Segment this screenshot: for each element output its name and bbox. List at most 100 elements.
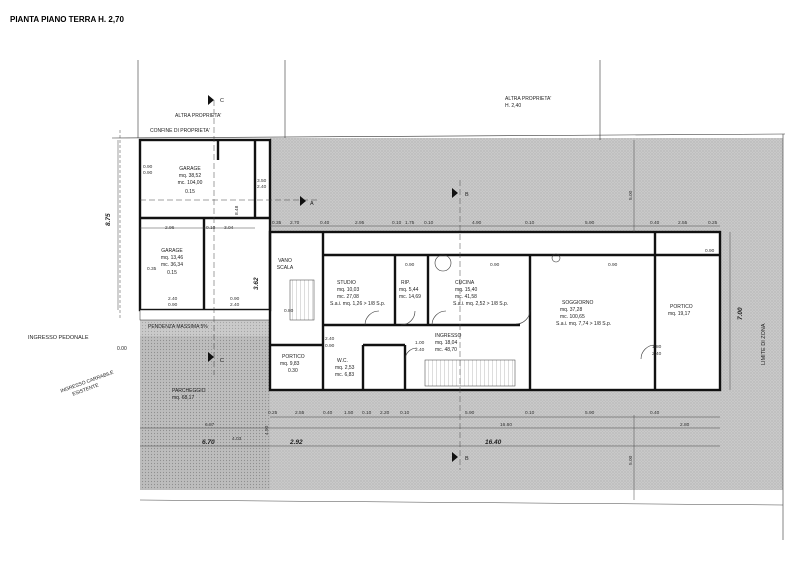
garden-bottom	[270, 390, 783, 490]
svg-text:7.00: 7.00	[737, 307, 744, 320]
svg-text:0.10: 0.10	[392, 220, 402, 226]
svg-text:2.20: 2.20	[380, 410, 390, 416]
svg-text:GARAGE: GARAGE	[179, 166, 201, 172]
level-zero-label: 0.00	[117, 346, 127, 352]
room-cucina: CUCINA mq. 15,40 mc. 41,58 S.a.i. mq. 2,…	[453, 280, 508, 307]
svg-text:6.70: 6.70	[202, 439, 215, 446]
room-garage-small: GARAGE mq. 13,46 mc. 36,34 0.15	[161, 248, 183, 276]
svg-text:1.75: 1.75	[405, 220, 415, 226]
door-swings	[364, 253, 656, 361]
svg-text:PORTICO: PORTICO	[282, 354, 305, 360]
svg-text:0.90: 0.90	[705, 248, 715, 254]
svg-text:mq. 15,40: mq. 15,40	[455, 287, 477, 293]
svg-text:2.40: 2.40	[230, 302, 240, 308]
svg-text:mq. 5,44: mq. 5,44	[399, 287, 419, 293]
room-ingresso: INGRESSO mq. 18,04 mc. 48,70	[435, 333, 462, 353]
svg-text:S.a.i. mq. 1,26 > 1/8 S.p.: S.a.i. mq. 1,26 > 1/8 S.p.	[330, 301, 385, 307]
svg-text:PORTICO: PORTICO	[670, 304, 693, 310]
svg-text:0.80: 0.80	[284, 308, 294, 314]
svg-text:mq. 2,53: mq. 2,53	[335, 365, 355, 371]
svg-text:STUDIO: STUDIO	[337, 280, 356, 286]
dims-top-row: 0.35 2.70 0.40 2.95 0.10 1.75 0.10 4.90 …	[272, 220, 718, 226]
svg-text:mc. 14,69: mc. 14,69	[399, 294, 421, 300]
svg-text:mq. 38,52: mq. 38,52	[179, 173, 201, 179]
svg-text:A: A	[310, 201, 314, 207]
room-studio: STUDIO mq. 10,03 mc. 27,08 S.a.i. mq. 1,…	[330, 280, 385, 307]
room-soggiorno: SOGGIORNO mq. 37,28 mc. 100,65 S.a.i. mq…	[556, 300, 611, 327]
svg-text:W.C.: W.C.	[337, 358, 348, 364]
svg-text:0.90: 0.90	[608, 262, 618, 268]
svg-text:1.00: 1.00	[415, 340, 425, 346]
svg-text:SCALA: SCALA	[277, 265, 294, 271]
dimension-lines	[117, 100, 731, 500]
garage-block	[138, 138, 272, 321]
svg-text:GARAGE: GARAGE	[161, 248, 183, 254]
svg-text:mc. 6,83: mc. 6,83	[335, 372, 354, 378]
svg-text:mc. 104,00: mc. 104,00	[178, 180, 203, 186]
svg-text:3.62: 3.62	[253, 277, 260, 290]
section-marker-b-bottom: B	[452, 452, 469, 462]
svg-text:1.80: 1.80	[652, 344, 662, 350]
room-garage-large: GARAGE mq. 38,52 mc. 104,00 0.15	[178, 166, 203, 195]
svg-text:2.92: 2.92	[289, 439, 303, 446]
svg-text:0.10: 0.10	[362, 410, 372, 416]
svg-text:0.35: 0.35	[147, 266, 157, 272]
svg-text:0.10: 0.10	[424, 220, 434, 226]
svg-text:0.90: 0.90	[325, 343, 335, 349]
svg-text:S.a.i. mq. 7,74 > 1/8 S.p.: S.a.i. mq. 7,74 > 1/8 S.p.	[556, 321, 611, 327]
dims-vertical: 8.75 3.62 8.48 7.00 5.00 5.00 4.90	[105, 190, 744, 465]
parking-area	[140, 336, 270, 490]
svg-text:0.40: 0.40	[650, 410, 660, 416]
svg-text:16.40: 16.40	[485, 439, 502, 446]
svg-text:0.10: 0.10	[525, 220, 535, 226]
svg-text:8.75: 8.75	[105, 213, 112, 226]
dims-totals: 6.87 16.60 2.80 6.70 2.92 16.40	[202, 422, 690, 446]
plan-title: PIANTA PIANO TERRA H. 2,70	[10, 15, 124, 24]
svg-text:8.48: 8.48	[234, 205, 240, 215]
stairs-vano	[289, 279, 315, 321]
neighbor-right-height: H. 2,40	[505, 103, 521, 109]
room-ripostiglio: RIP. mq. 5,44 mc. 14,69	[399, 280, 421, 300]
svg-text:2.40: 2.40	[415, 347, 425, 353]
svg-text:3.50: 3.50	[257, 178, 267, 184]
svg-text:B: B	[465, 192, 469, 198]
svg-text:B: B	[465, 456, 469, 462]
svg-text:mc. 48,70: mc. 48,70	[435, 347, 457, 353]
svg-text:4.90: 4.90	[472, 220, 482, 226]
svg-text:PARCHEGGIO: PARCHEGGIO	[172, 388, 206, 394]
room-portico-right: PORTICO mq. 19,17	[668, 304, 693, 317]
svg-text:2.40: 2.40	[257, 184, 267, 190]
zone-limit-label: LIMITE DI ZONA	[761, 323, 767, 365]
svg-text:2.55: 2.55	[678, 220, 688, 226]
garden-top-right	[270, 138, 783, 415]
svg-text:0.40: 0.40	[323, 410, 333, 416]
svg-text:0.15: 0.15	[167, 270, 177, 276]
svg-text:0.90: 0.90	[168, 302, 178, 308]
svg-text:RIP.: RIP.	[401, 280, 410, 286]
svg-text:mc. 27,08: mc. 27,08	[337, 294, 359, 300]
svg-text:mq. 18,04: mq. 18,04	[435, 340, 457, 346]
svg-text:0.15: 0.15	[185, 189, 195, 195]
svg-text:SOGGIORNO: SOGGIORNO	[562, 300, 594, 306]
svg-text:0.25: 0.25	[268, 410, 278, 416]
svg-text:mq. 37,28: mq. 37,28	[560, 307, 582, 313]
room-portico-left: PORTICO mq. 9,83 0.30	[280, 354, 305, 374]
svg-text:C: C	[220, 358, 224, 364]
svg-text:mq. 68,17: mq. 68,17	[172, 395, 194, 401]
svg-text:0.25: 0.25	[708, 220, 718, 226]
svg-text:2.96: 2.96	[165, 225, 175, 231]
svg-text:mc. 36,34: mc. 36,34	[161, 262, 183, 268]
neighbor-left-label: ALTRA PROPRIETA'	[175, 113, 221, 119]
svg-text:0.30: 0.30	[288, 368, 298, 374]
slope-label: PENDENZA MASSIMA 5%	[148, 324, 208, 330]
svg-text:2.95: 2.95	[355, 220, 365, 226]
ingresso-pedonale-label: INGRESSO PEDONALE	[28, 335, 89, 341]
svg-text:5.00: 5.00	[628, 190, 634, 200]
svg-text:5.90: 5.90	[465, 410, 475, 416]
svg-text:INGRESSO: INGRESSO	[435, 333, 462, 339]
svg-text:mq. 13,46: mq. 13,46	[161, 255, 183, 261]
svg-text:0.90: 0.90	[490, 262, 500, 268]
svg-text:16.60: 16.60	[500, 422, 512, 428]
svg-text:0.10: 0.10	[525, 410, 535, 416]
